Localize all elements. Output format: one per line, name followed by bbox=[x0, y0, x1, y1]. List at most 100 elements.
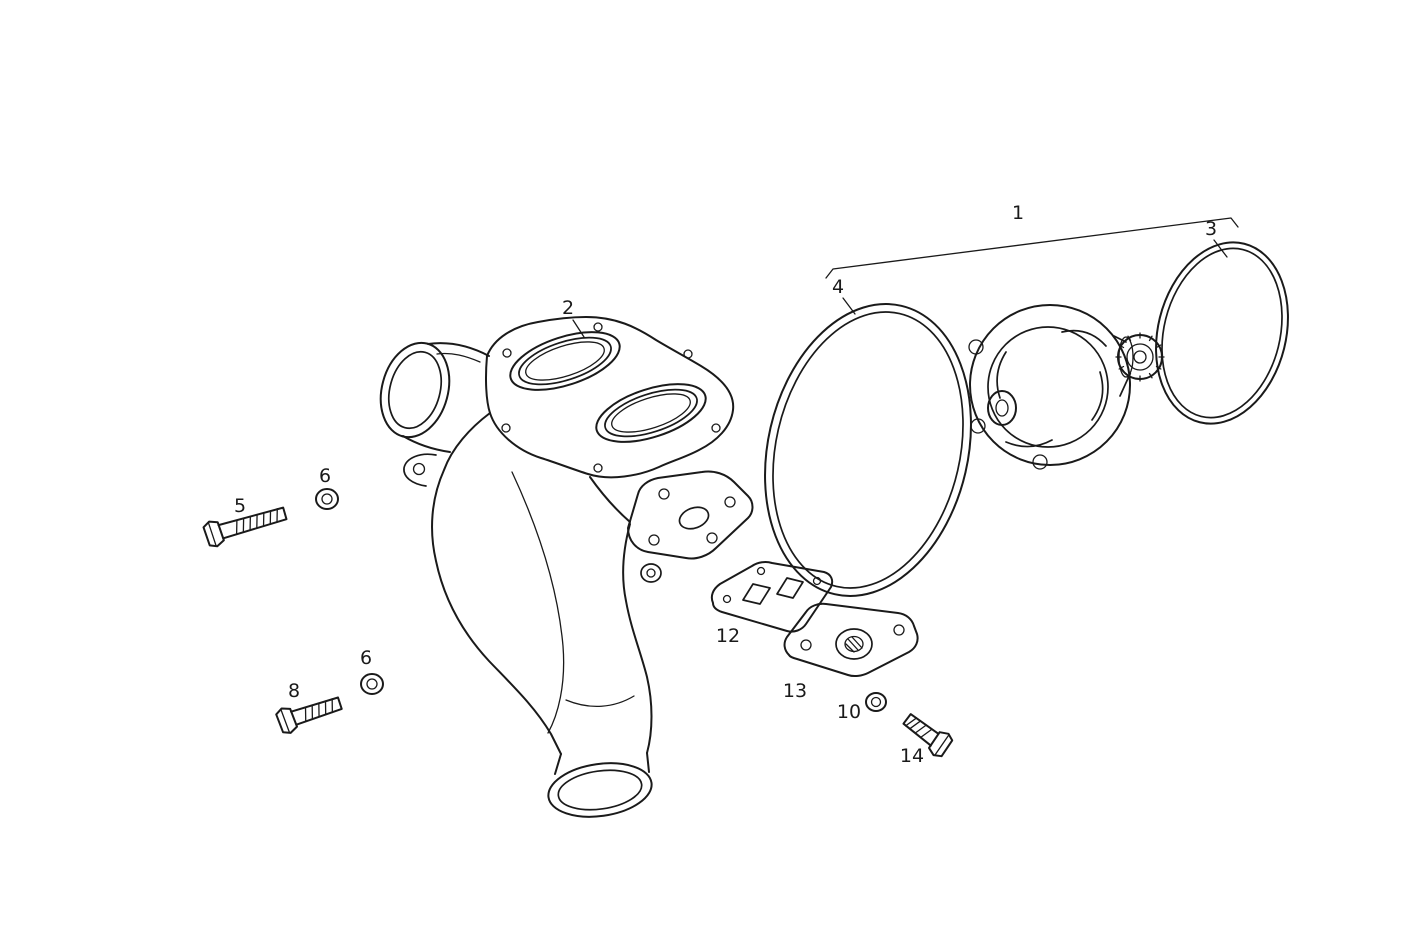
callout-pump-housing: 2 bbox=[562, 297, 574, 319]
flange-bolt-hole bbox=[683, 349, 693, 359]
bolt-shank bbox=[902, 713, 940, 747]
housing-port-b-rim bbox=[595, 383, 707, 443]
o-ring-inner bbox=[1161, 247, 1283, 419]
callout-gasket-ring: 4 bbox=[832, 276, 844, 298]
bolt-threads bbox=[235, 508, 278, 535]
washer-lower-drawing bbox=[360, 673, 384, 695]
impeller-cast-lug bbox=[968, 339, 984, 355]
outlet-bore bbox=[557, 769, 643, 811]
impeller-vane bbox=[1091, 371, 1104, 421]
washer-upper-drawing bbox=[315, 488, 339, 510]
flange-bolt-hole bbox=[502, 348, 512, 358]
inlet-pipe-bottom-edge bbox=[402, 435, 451, 453]
flange-bolt-hole bbox=[501, 423, 511, 433]
bolt-head bbox=[928, 731, 954, 758]
outlet-rim bbox=[547, 762, 653, 818]
housing-port-a-bore bbox=[525, 341, 605, 381]
bolt-head-facet bbox=[207, 522, 217, 547]
housing-lower-boss bbox=[640, 563, 662, 583]
bolt-head-facet bbox=[280, 709, 291, 733]
flat-gasket-outline bbox=[710, 561, 834, 633]
callout-leader-lines bbox=[572, 217, 1239, 338]
cover-bore-hatch bbox=[845, 636, 863, 653]
callout-washer-small: 10 bbox=[837, 701, 861, 723]
inlet-pipe-wall-line bbox=[436, 352, 481, 363]
pump-housing-drawing bbox=[379, 316, 754, 818]
gasket-ring-outer bbox=[764, 303, 972, 597]
gasket-ring-drawing bbox=[764, 303, 972, 597]
housing-port-b-bore bbox=[611, 393, 691, 433]
flat-gasket-hole bbox=[812, 576, 822, 586]
left-ear-hole bbox=[412, 462, 426, 476]
volute-contour-line bbox=[511, 471, 565, 734]
flat-gasket-window-a bbox=[742, 583, 771, 605]
washer-small-drawing bbox=[865, 692, 887, 712]
leader-to-housing bbox=[572, 319, 585, 338]
side-flange-hole bbox=[648, 534, 660, 546]
inlet-pipe-top-edge bbox=[427, 342, 490, 357]
callout-labels: 1 2 3 4 5 6 8 6 12 13 10 14 bbox=[234, 202, 1217, 767]
cover-plate-hole bbox=[893, 624, 905, 636]
washer-hole bbox=[870, 696, 882, 708]
housing-left-ear bbox=[403, 453, 437, 487]
side-flange-hole bbox=[658, 488, 670, 500]
housing-inlet-bore bbox=[387, 350, 443, 430]
leader-to-gasket-ring bbox=[842, 297, 856, 315]
callout-cover-plate: 13 bbox=[783, 680, 807, 702]
pump-impeller-drawing bbox=[968, 304, 1165, 470]
o-ring-outer bbox=[1155, 241, 1289, 425]
bolt-head bbox=[202, 520, 225, 548]
bolt-head-facet bbox=[934, 734, 950, 756]
washer-outer bbox=[360, 673, 384, 695]
callout-hex-bolt-small: 14 bbox=[900, 745, 924, 767]
cover-plate-boss bbox=[835, 628, 873, 660]
group-1-bracket-line bbox=[825, 217, 1239, 279]
side-flange-hole bbox=[706, 532, 718, 544]
flat-gasket-window-b bbox=[776, 577, 804, 599]
spline-hub-mid bbox=[1126, 343, 1154, 371]
bolt-threads bbox=[304, 698, 334, 722]
volute-contour-line-2 bbox=[565, 695, 635, 708]
housing-neck-line bbox=[589, 476, 631, 523]
flat-gasket-hole bbox=[756, 566, 766, 576]
bolt-threads bbox=[904, 717, 933, 738]
impeller-vane bbox=[1005, 439, 1053, 448]
outlet-neck-right bbox=[646, 752, 650, 773]
spline-hub-bore bbox=[1133, 350, 1147, 364]
impeller-hub-bore bbox=[995, 399, 1009, 417]
flange-bolt-hole bbox=[593, 463, 603, 473]
hex-bolt-mid-drawing bbox=[275, 696, 343, 734]
o-ring-drawing bbox=[1155, 241, 1289, 425]
callout-assembly-group: 1 bbox=[1012, 202, 1024, 224]
washer-hole bbox=[321, 493, 333, 505]
impeller-body-outline bbox=[969, 304, 1131, 466]
outlet-neck-left bbox=[554, 753, 562, 775]
impeller-vane bbox=[1061, 329, 1107, 347]
cover-plate-outline bbox=[783, 602, 919, 678]
impeller-cast-lug bbox=[970, 418, 986, 434]
washer-outer bbox=[865, 692, 887, 712]
housing-body-right-outline bbox=[622, 523, 653, 754]
flat-gasket-drawing bbox=[710, 561, 834, 633]
impeller-vane bbox=[996, 351, 1007, 399]
side-flange-hole bbox=[724, 496, 736, 508]
gasket-ring-inner bbox=[772, 311, 964, 589]
callout-flat-gasket: 12 bbox=[716, 625, 740, 647]
impeller-hub bbox=[987, 390, 1017, 426]
housing-side-flange bbox=[627, 470, 754, 560]
lower-boss-hole bbox=[646, 568, 656, 578]
hex-bolt-long-drawing bbox=[202, 506, 288, 548]
side-flange-slot bbox=[678, 506, 710, 530]
callout-hex-bolt-mid: 8 bbox=[288, 680, 300, 702]
bolt-head bbox=[275, 707, 298, 734]
housing-port-a-mid bbox=[518, 336, 612, 386]
hex-bolt-small-drawing bbox=[902, 713, 954, 758]
cover-plate-hole bbox=[800, 639, 812, 651]
housing-top-flange bbox=[485, 316, 735, 479]
housing-port-b-mid bbox=[604, 388, 698, 438]
callout-hex-bolt-long: 5 bbox=[234, 495, 246, 517]
washer-outer bbox=[315, 488, 339, 510]
callout-washer-upper: 6 bbox=[319, 465, 331, 487]
